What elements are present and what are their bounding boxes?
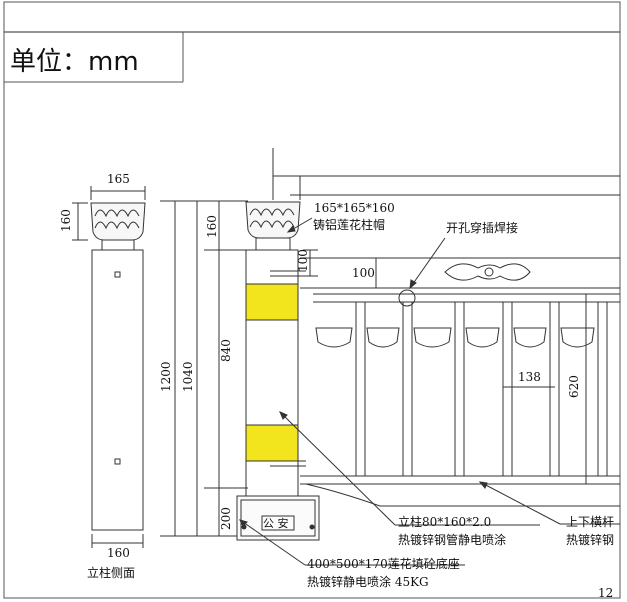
base-size-label: 400*500*170莲花填砼底座 xyxy=(307,556,460,571)
unit-label: 单位：mm xyxy=(10,47,139,77)
base-emblem: 公 安 xyxy=(263,516,289,530)
vertical-dimensions xyxy=(160,200,248,537)
cap-size-label: 165*165*160 xyxy=(314,201,395,215)
dim-rail-offset: 100 xyxy=(296,249,310,272)
reflective-band-lower xyxy=(245,424,299,462)
side-cap-height: 160 xyxy=(59,209,73,232)
front-base xyxy=(236,495,320,541)
side-cap xyxy=(90,202,146,241)
weld-note-label: 开孔穿插焊接 xyxy=(446,220,518,235)
dim-total-height: 1200 xyxy=(159,361,173,392)
page-number: 12 xyxy=(598,586,613,600)
dim-rail-offset-2: 100 xyxy=(352,266,375,280)
base-finish-label: 热镀锌静电喷涂 45KG xyxy=(307,574,429,589)
side-base-width: 160 xyxy=(107,546,130,560)
side-post xyxy=(91,249,144,531)
side-view xyxy=(72,186,146,548)
post-size-label: 立柱80*160*2.0 xyxy=(398,514,491,529)
rail-ornament xyxy=(444,263,531,281)
rail-finish-label: 热镀锌钢 xyxy=(566,533,614,547)
dim-post-height: 1040 xyxy=(181,361,195,392)
balusters xyxy=(355,301,608,477)
side-caption: 立柱侧面 xyxy=(87,565,135,580)
page-frame xyxy=(3,1,621,599)
front-cap xyxy=(245,201,301,239)
rail-name-label: 上下横杆 xyxy=(566,515,614,529)
dim-panel-height: 620 xyxy=(567,375,581,398)
lotus-panels xyxy=(315,327,595,348)
dim-cap: 160 xyxy=(205,215,219,238)
leader-lines xyxy=(239,217,620,566)
cap-material-label: 铸铝莲花柱帽 xyxy=(313,217,385,232)
dim-spacing: 138 xyxy=(518,370,541,384)
reflective-band-upper xyxy=(245,283,299,321)
dim-body: 840 xyxy=(219,339,233,362)
side-cap-petals xyxy=(94,209,140,218)
side-width-top: 165 xyxy=(107,172,130,186)
dim-base: 200 xyxy=(219,507,233,530)
post-finish-label: 热镀锌钢管静电喷涂 xyxy=(398,532,506,547)
front-post xyxy=(236,148,620,541)
